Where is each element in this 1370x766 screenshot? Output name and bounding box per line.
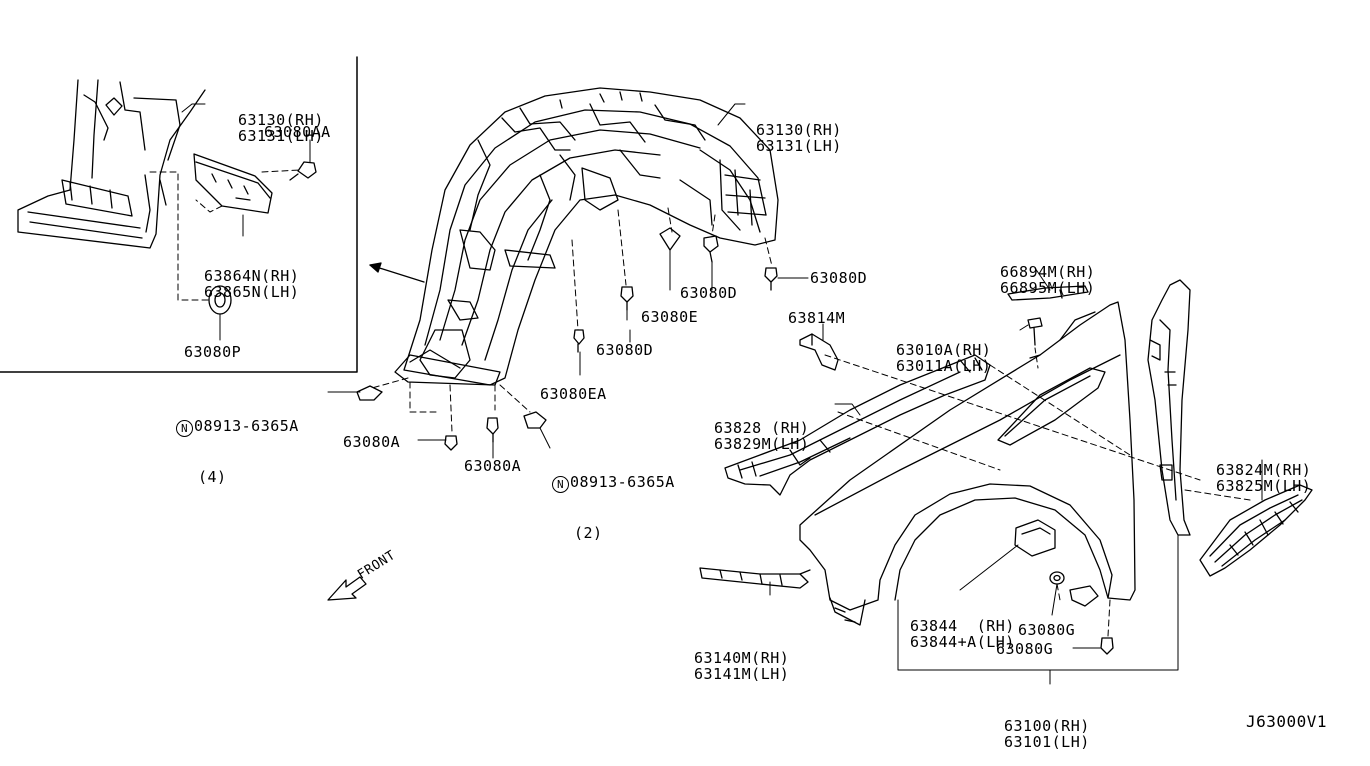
label-inset-cover: 63864N(RH)63865N(LH) [204,267,300,301]
bolt-illustration [1027,317,1043,369]
label-stay: 63828 (RH)63829M(LH) [714,419,810,453]
label-liner: 63130(RH)63131(LH) [756,121,842,155]
inset-clip-illustration [289,161,317,181]
label-seal-lower: 63140M(RH)63141M(LH) [694,649,790,683]
label-seal-top: 66894M(RH)66895M(LH) [1000,263,1096,297]
label-clip-e: 63080E [641,308,699,326]
inset-cover-illustration [193,153,273,214]
pillar-illustration [1147,279,1191,536]
label-clip-a-2: 63080A [464,457,522,475]
label-clip-g-1: 63080G [1018,621,1076,639]
liner-illustration [394,87,779,386]
label-fender: 63100(RH)63101(LH) [1004,717,1090,751]
parts-diagram [0,56,1313,685]
seal-top-illustration [1007,285,1089,301]
diagram-code: J63000V1 [1246,712,1328,731]
inset-frame [0,56,358,373]
circle-n-symbol: N [552,476,569,493]
label-clip-g-2: 63080G [996,640,1054,658]
liner-clips [356,227,778,451]
circle-n-symbol: N [176,420,193,437]
label-grille: 63824M(RH)63825M(LH) [1216,461,1312,495]
inset-liner-illustration [17,79,206,249]
label-inset-liner: 63130(RH)63131(LH) [238,111,324,145]
label-clip-d-1: 63080D [596,341,654,359]
fender-illustration [799,301,1136,626]
label-clip-a-1: 63080A [343,433,401,451]
label-clip-ea: 63080EA [540,385,607,403]
label-inset-clip: 63080AA [264,123,331,141]
seal-lower-illustration [699,567,811,589]
bracket-illustration [799,333,839,371]
protector-illustration [1014,519,1056,557]
label-clip-d-3: 63080D [810,269,868,287]
front-arrow-icon [327,576,367,601]
label-bolt: 63010A(RH)63011A(LH) [896,341,992,375]
label-clip-d-2: 63080D [680,284,738,302]
grille-illustration [1199,484,1313,577]
direction-arrow [369,262,425,283]
label-inset-grommet: 63080P [184,343,242,361]
label-protector: 63844 (RH)63844+A(LH) [910,617,1015,651]
label-bracket: 63814M [788,309,846,327]
